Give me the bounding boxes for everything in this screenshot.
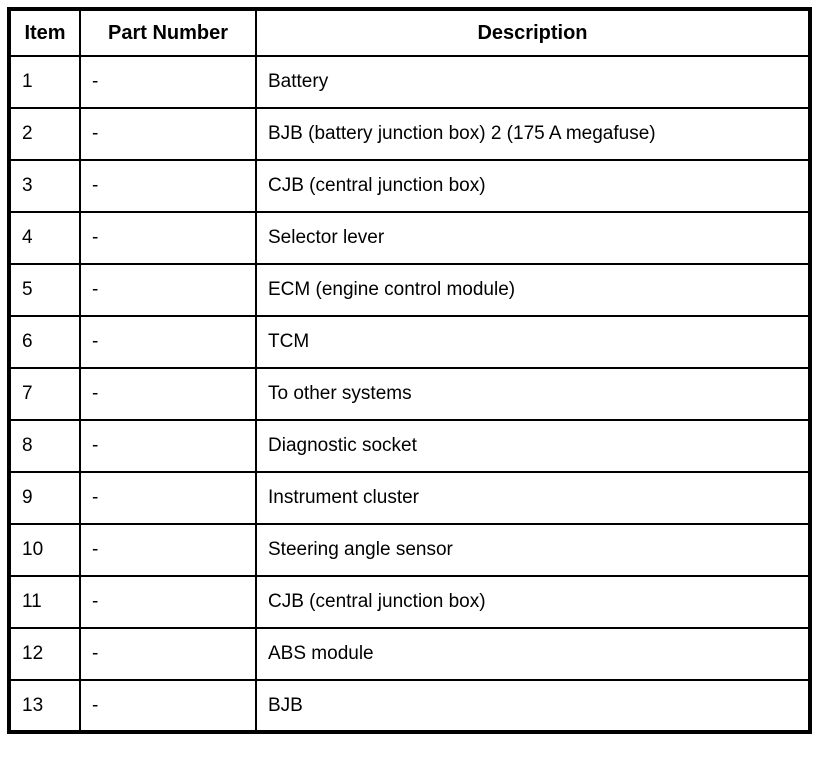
part-number-cell: - — [79, 55, 257, 109]
item-cell: 1 — [8, 55, 81, 109]
item-cell: 7 — [8, 367, 81, 421]
part-number-cell: - — [79, 107, 257, 161]
part-number-cell: - — [79, 523, 257, 577]
part-number-cell: - — [79, 315, 257, 369]
part-number-cell: - — [79, 575, 257, 629]
item-cell: 3 — [8, 159, 81, 213]
part-number-cell: - — [79, 679, 257, 733]
table-row: 13-BJB — [8, 679, 811, 733]
description-cell: Battery — [255, 55, 811, 109]
item-cell: 6 — [8, 315, 81, 369]
item-cell: 12 — [8, 627, 81, 681]
item-cell: 10 — [8, 523, 81, 577]
item-cell: 2 — [8, 107, 81, 161]
table-row: 3-CJB (central junction box) — [8, 159, 811, 213]
description-cell: To other systems — [255, 367, 811, 421]
table-row: 7-To other systems — [8, 367, 811, 421]
description-cell: TCM — [255, 315, 811, 369]
part-number-cell: - — [79, 159, 257, 213]
table-row: 9-Instrument cluster — [8, 471, 811, 525]
table-row: 12-ABS module — [8, 627, 811, 681]
table-row: 6-TCM — [8, 315, 811, 369]
item-cell: 9 — [8, 471, 81, 525]
table-row: 11-CJB (central junction box) — [8, 575, 811, 629]
description-cell: Steering angle sensor — [255, 523, 811, 577]
description-cell: ECM (engine control module) — [255, 263, 811, 317]
description-cell: Selector lever — [255, 211, 811, 265]
table-row: 4-Selector lever — [8, 211, 811, 265]
part-number-cell: - — [79, 367, 257, 421]
table-row: 8-Diagnostic socket — [8, 419, 811, 473]
part-number-cell: - — [79, 211, 257, 265]
part-number-cell: - — [79, 419, 257, 473]
table-row: 10-Steering angle sensor — [8, 523, 811, 577]
table-row: 1-Battery — [8, 55, 811, 109]
part-number-cell: - — [79, 263, 257, 317]
item-cell: 8 — [8, 419, 81, 473]
header-part-number: Part Number — [79, 8, 257, 57]
description-cell: Diagnostic socket — [255, 419, 811, 473]
description-cell: Instrument cluster — [255, 471, 811, 525]
part-number-cell: - — [79, 627, 257, 681]
header-description: Description — [255, 8, 811, 57]
item-cell: 5 — [8, 263, 81, 317]
header-row: Item Part Number Description — [8, 8, 811, 57]
part-number-cell: - — [79, 471, 257, 525]
description-cell: CJB (central junction box) — [255, 159, 811, 213]
item-cell: 13 — [8, 679, 81, 733]
description-cell: BJB (battery junction box) 2 (175 A mega… — [255, 107, 811, 161]
item-cell: 11 — [8, 575, 81, 629]
description-cell: ABS module — [255, 627, 811, 681]
table-row: 2-BJB (battery junction box) 2 (175 A me… — [8, 107, 811, 161]
header-item: Item — [8, 8, 81, 57]
item-cell: 4 — [8, 211, 81, 265]
description-cell: BJB — [255, 679, 811, 733]
description-cell: CJB (central junction box) — [255, 575, 811, 629]
table-row: 5-ECM (engine control module) — [8, 263, 811, 317]
